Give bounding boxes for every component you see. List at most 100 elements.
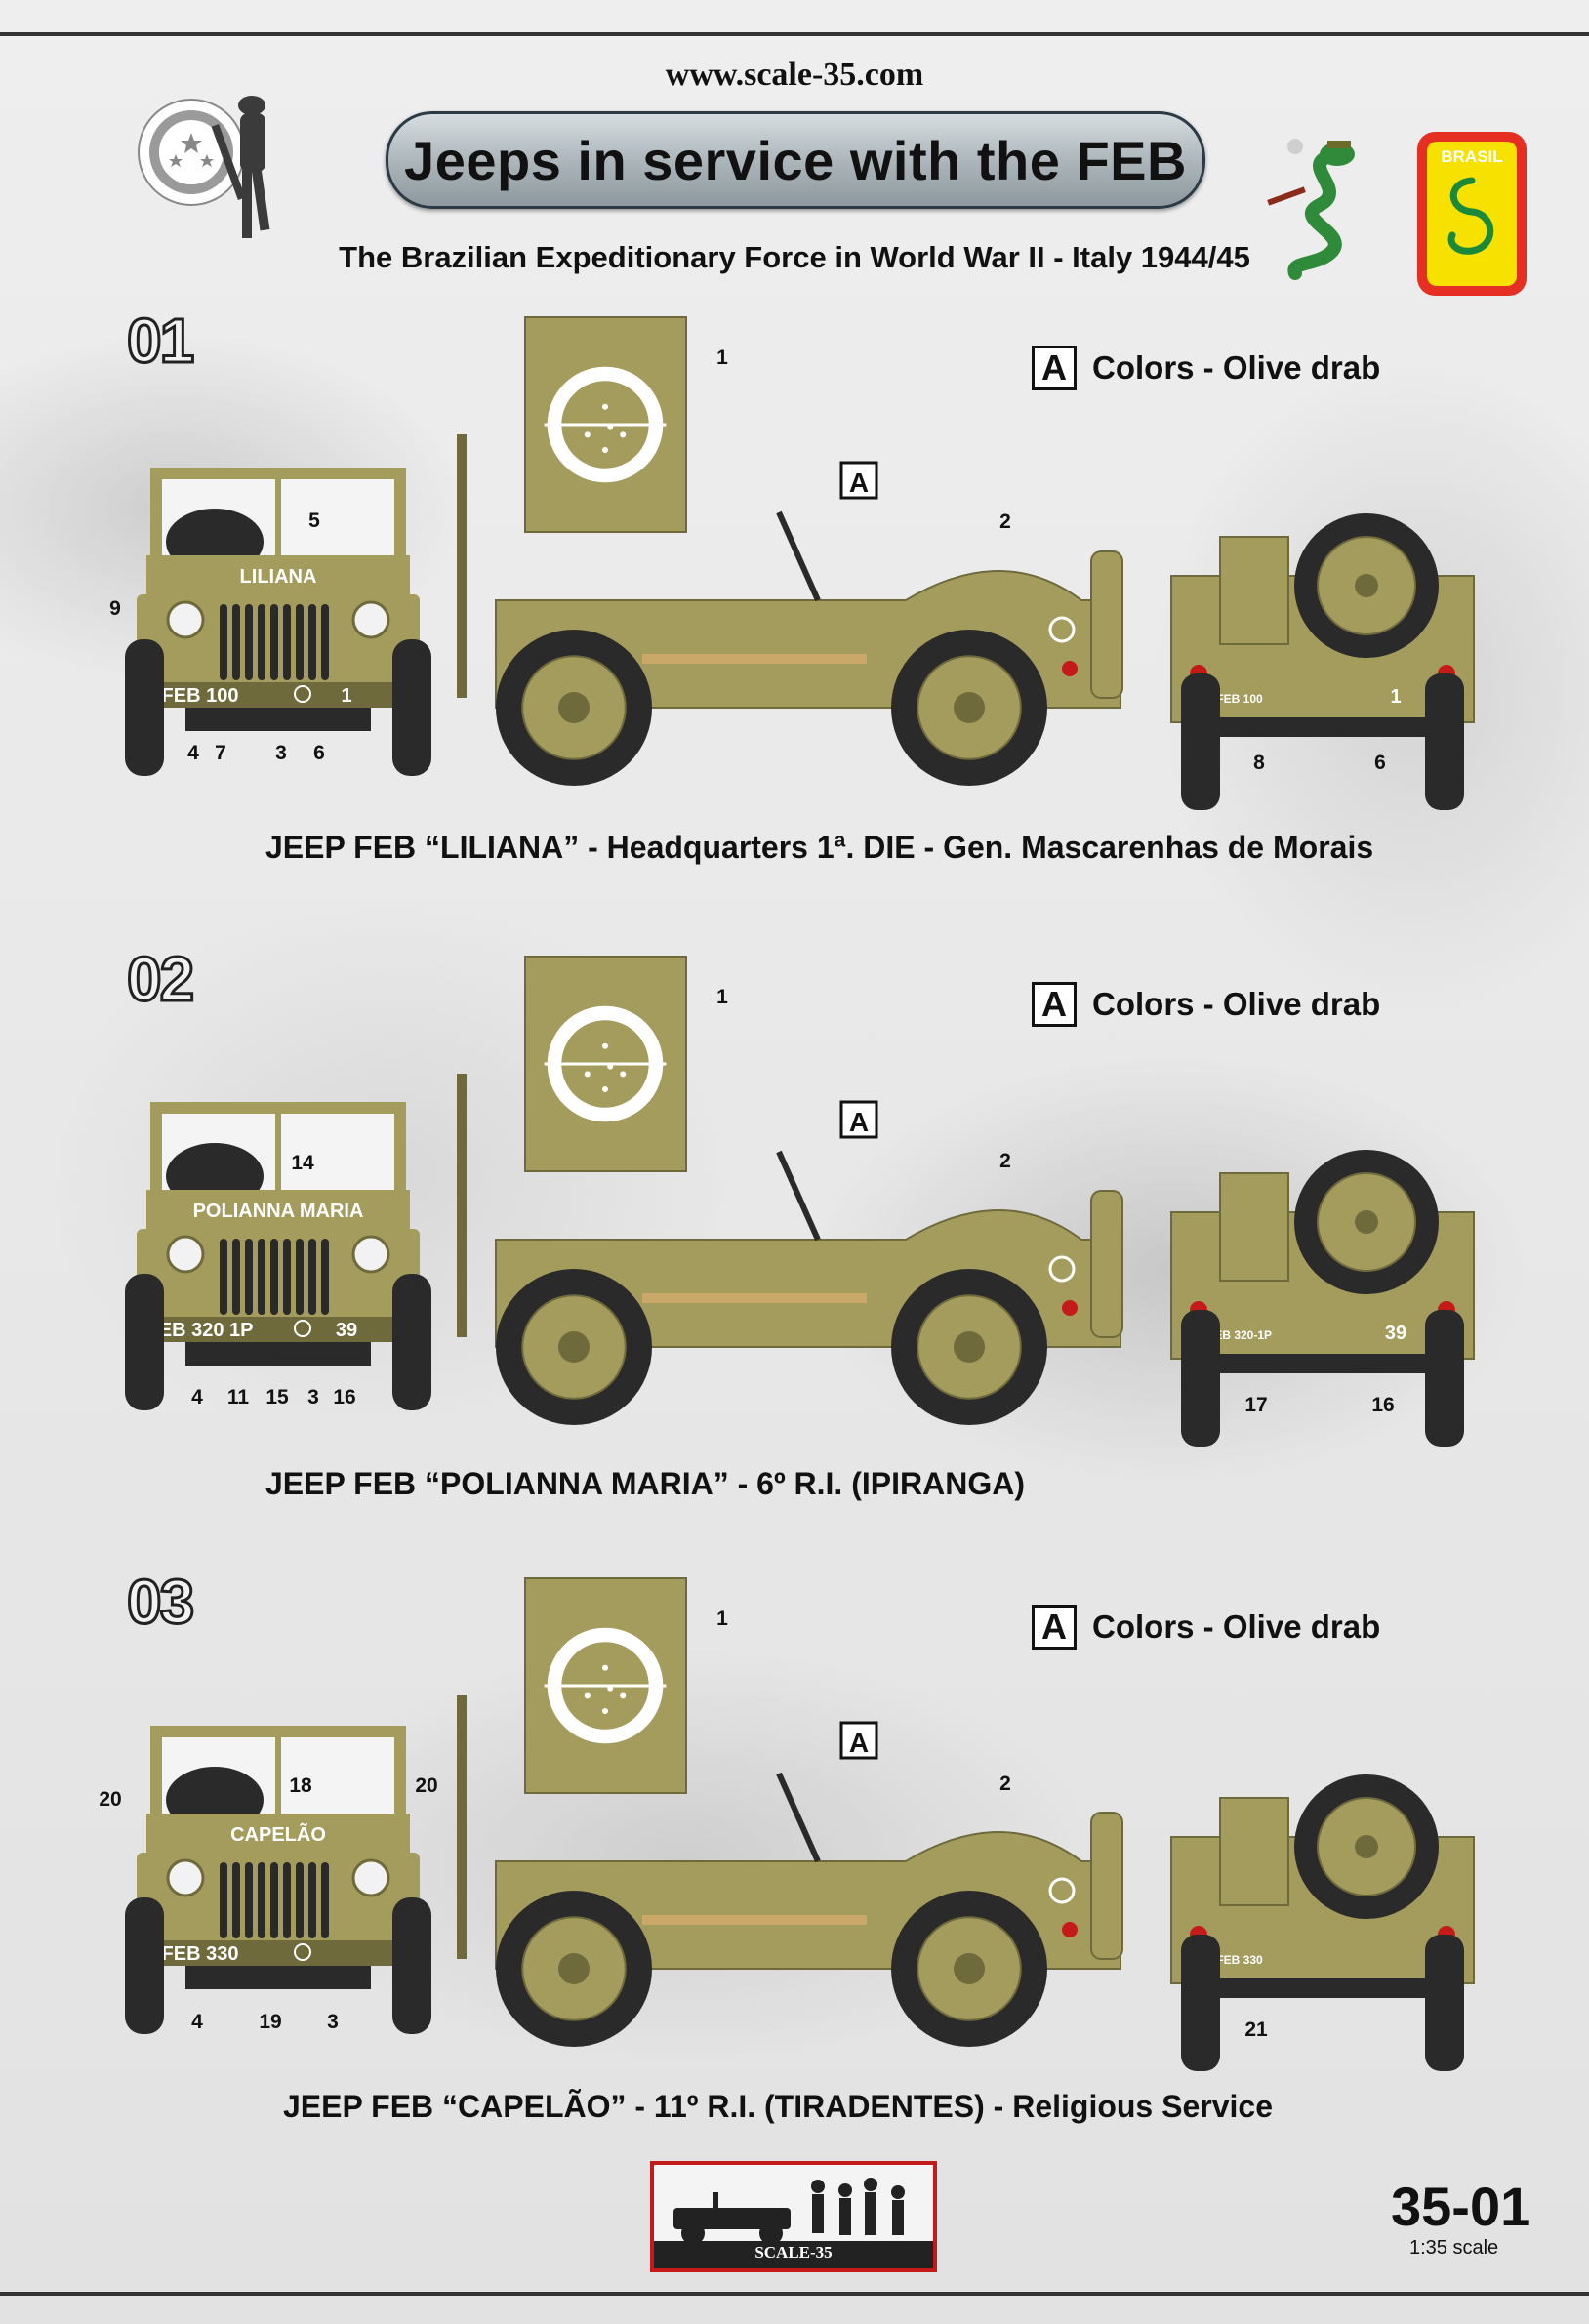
- colors-legend: A Colors - Olive drab: [1032, 1605, 1380, 1650]
- grille-slot: [283, 1239, 291, 1315]
- jerrycan: [1090, 1812, 1123, 1960]
- side-color-box: A: [839, 1721, 878, 1760]
- website-url[interactable]: www.scale-35.com: [665, 57, 924, 93]
- spare-hub: [1355, 574, 1378, 597]
- callout-label: 6: [1374, 752, 1386, 774]
- rear-plate-text: FEB 320-1P: [1207, 1328, 1272, 1342]
- callout-label: 21: [1244, 2018, 1268, 2041]
- grille-slot: [283, 1862, 291, 1938]
- steering-wheel: [776, 1150, 821, 1242]
- badge-label: BRASIL: [1441, 147, 1503, 166]
- grille-slot: [245, 604, 253, 680]
- callout-label: 1: [716, 986, 728, 1008]
- front-bumper: [127, 682, 429, 708]
- tail-light: [1062, 1922, 1078, 1937]
- wheel-hub: [954, 692, 985, 723]
- colors-legend: A Colors - Olive drab: [1032, 346, 1380, 390]
- profile-number: 02: [125, 943, 195, 1016]
- page-title: Jeeps in service with the FEB: [404, 129, 1187, 191]
- star-icon: [620, 431, 627, 438]
- callout-label: 20: [99, 1788, 121, 1811]
- colors-legend: A Colors - Olive drab: [1032, 982, 1380, 1027]
- star-icon: [607, 1685, 614, 1692]
- tail-light: [1062, 661, 1078, 676]
- scale35-logo[interactable]: [650, 2161, 937, 2272]
- star-icon: [620, 1692, 627, 1699]
- front-name-marking: CAPELÃO: [230, 1823, 326, 1846]
- grille-slot: [245, 1862, 253, 1938]
- tail-light: [1062, 1300, 1078, 1316]
- callout-label: 19: [259, 2011, 281, 2033]
- rear-wheel-left: [1181, 1935, 1220, 2071]
- color-code-box: A: [1032, 1605, 1077, 1650]
- grille-slot: [296, 1239, 304, 1315]
- headlight: [166, 600, 205, 639]
- callout-label: 6: [313, 742, 325, 764]
- callout-label: 17: [1244, 1394, 1267, 1416]
- profile-caption: JEEP FEB “POLIANNA MARIA” - 6º R.I. (IPI…: [265, 1466, 1025, 1501]
- star-icon: [607, 1063, 614, 1070]
- page-subtitle: The Brazilian Expeditionary Force in Wor…: [339, 240, 1250, 274]
- wheel-hub: [954, 1953, 985, 1984]
- front-axle: [185, 1966, 371, 1989]
- callout-label: 18: [289, 1774, 312, 1797]
- side-view: [457, 956, 1123, 1425]
- roundel-small: [294, 1943, 311, 1961]
- front-axle: [185, 708, 371, 731]
- front-wheel-right: [392, 639, 431, 776]
- headlight: [166, 1858, 205, 1897]
- callout-label: 1: [716, 347, 728, 369]
- grille-slot: [258, 1862, 265, 1938]
- front-name-marking: POLIANNA MARIA: [193, 1201, 364, 1222]
- steering-wheel: [776, 1772, 821, 1863]
- star-icon: [602, 447, 608, 453]
- callout-label: 2: [999, 1773, 1011, 1795]
- wheel-hub: [558, 1953, 590, 1984]
- steering-wheel: [776, 510, 821, 602]
- callout-label: 3: [327, 2011, 339, 2033]
- star-icon: [602, 403, 608, 410]
- callout-label: 4: [191, 1386, 203, 1408]
- jerrycan: [1219, 1172, 1289, 1282]
- callout-label: 9: [109, 597, 121, 620]
- grille-slot: [220, 1239, 227, 1315]
- grille-slot: [258, 1239, 265, 1315]
- scale-label: 1:35 scale: [1409, 2237, 1499, 2259]
- profile-number: 03: [125, 1566, 195, 1639]
- callout-label: 3: [275, 742, 287, 764]
- star-icon: [602, 1086, 608, 1092]
- star-icon: [584, 1071, 591, 1078]
- hood: [146, 555, 410, 594]
- callout-label: 4: [187, 742, 199, 764]
- rear-axle: [1220, 1354, 1425, 1373]
- grille-slot: [321, 1862, 329, 1938]
- grille-slot: [270, 604, 278, 680]
- grille-slot: [232, 1239, 240, 1315]
- side-color-box: A: [839, 1100, 878, 1139]
- rear-plate-text: FEB 100: [1216, 692, 1263, 706]
- feb-shoulder-badge: BRASIL: [1417, 132, 1527, 296]
- front-bumper: [127, 1317, 429, 1342]
- callout-label: 16: [333, 1386, 355, 1408]
- callout-label: 1: [716, 1608, 728, 1630]
- wire-cutter: [457, 434, 467, 698]
- wire-cutter: [457, 1695, 467, 1959]
- grille-slot: [220, 604, 227, 680]
- headlight: [351, 600, 390, 639]
- jerrycan: [1219, 536, 1289, 645]
- rear-wheel-right: [1425, 1935, 1464, 2071]
- front-plate-text: FEB 320 1P: [147, 1320, 254, 1341]
- grille-slot: [245, 1239, 253, 1315]
- front-name-marking: LILIANA: [240, 566, 317, 588]
- headlight: [351, 1858, 390, 1897]
- wire-cutter: [457, 1074, 467, 1337]
- side-view: [457, 1577, 1123, 2047]
- callout-label: 14: [291, 1152, 314, 1174]
- callout-label: 20: [415, 1774, 437, 1797]
